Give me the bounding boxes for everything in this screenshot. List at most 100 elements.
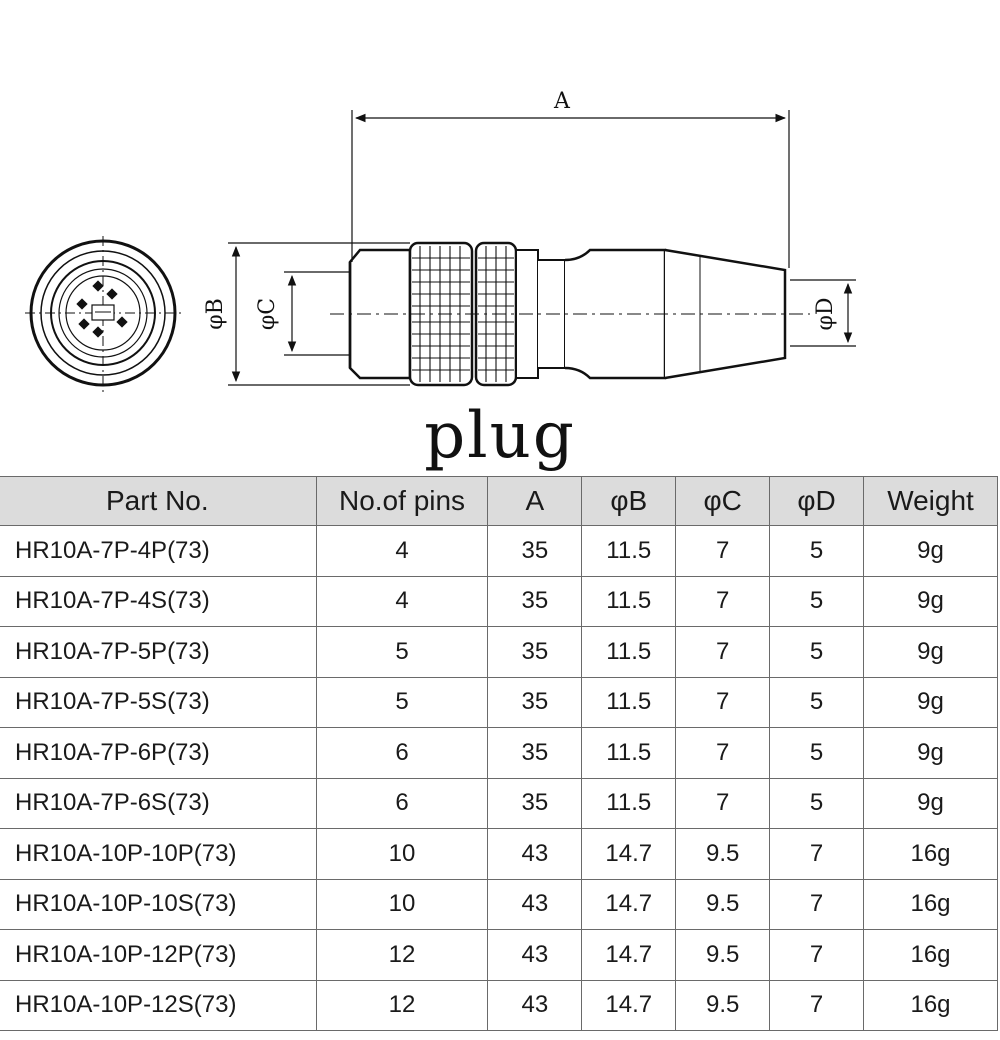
cell-pins: 5 (315, 676, 489, 728)
cell-b: 14.7 (581, 979, 677, 1031)
cell-weight: 16g (863, 929, 998, 981)
cell-pins: 6 (315, 727, 489, 779)
drawing-caption: plug (424, 399, 576, 473)
knurl-pattern (412, 246, 514, 382)
cell-b: 11.5 (581, 626, 677, 678)
cell-d: 5 (769, 777, 865, 829)
cell-pins: 5 (315, 626, 489, 678)
cell-pins: 12 (315, 979, 489, 1031)
dimension-a-label: A (553, 89, 571, 114)
cell-b: 11.5 (581, 777, 677, 829)
cell-b: 11.5 (581, 727, 677, 779)
cell-b: 14.7 (581, 878, 677, 930)
cell-d: 5 (769, 676, 865, 728)
cell-a: 43 (487, 929, 583, 981)
dimension-b-label: φB (203, 298, 228, 330)
cell-d: 7 (769, 828, 865, 880)
cell-b: 11.5 (581, 525, 677, 577)
connector-drawing: A φB φC φD (25, 89, 856, 392)
cell-part-no: HR10A-10P-10P(73) (0, 828, 317, 880)
cell-weight: 16g (863, 828, 998, 880)
cell-d: 5 (769, 525, 865, 577)
cell-pins: 6 (315, 777, 489, 829)
header-part-no: Part No. (0, 476, 317, 526)
cell-c: 7 (675, 575, 771, 627)
cell-b: 14.7 (581, 828, 677, 880)
spec-table: Part No. No.of pins A φB φC φD Weight HR… (0, 476, 998, 1031)
cell-weight: 16g (863, 878, 998, 930)
dimension-c-label: φC (255, 298, 280, 330)
cell-d: 5 (769, 626, 865, 678)
cell-c: 7 (675, 626, 771, 678)
cell-c: 9.5 (675, 979, 771, 1031)
cell-part-no: HR10A-7P-5S(73) (0, 676, 317, 728)
cell-weight: 9g (863, 676, 998, 728)
cell-part-no: HR10A-7P-5P(73) (0, 626, 317, 678)
cell-weight: 16g (863, 979, 998, 1031)
cell-d: 5 (769, 727, 865, 779)
cell-weight: 9g (863, 525, 998, 577)
cell-a: 43 (487, 828, 583, 880)
cell-c: 7 (675, 777, 771, 829)
cell-weight: 9g (863, 626, 998, 678)
cell-d: 7 (769, 979, 865, 1031)
header-b: φB (581, 476, 677, 526)
connector-front-view (25, 236, 181, 392)
dimension-d (790, 279, 856, 347)
cell-part-no: HR10A-7P-6P(73) (0, 727, 317, 779)
cell-a: 35 (487, 575, 583, 627)
cell-weight: 9g (863, 575, 998, 627)
cell-part-no: HR10A-7P-4P(73) (0, 525, 317, 577)
dimension-a (351, 110, 790, 268)
connector-side-view (330, 241, 810, 387)
cell-pins: 12 (315, 929, 489, 981)
cell-part-no: HR10A-10P-12S(73) (0, 979, 317, 1031)
cell-part-no: HR10A-10P-12P(73) (0, 929, 317, 981)
cell-pins: 10 (315, 878, 489, 930)
cell-d: 7 (769, 878, 865, 930)
cell-pins: 4 (315, 575, 489, 627)
cell-a: 35 (487, 525, 583, 577)
dimension-b (228, 242, 410, 386)
dimension-c (284, 271, 350, 356)
dimension-d-label: φD (813, 297, 838, 330)
cell-c: 9.5 (675, 929, 771, 981)
cell-c: 9.5 (675, 878, 771, 930)
cell-c: 7 (675, 676, 771, 728)
header-c: φC (675, 476, 771, 526)
header-weight: Weight (863, 476, 998, 526)
cell-part-no: HR10A-7P-4S(73) (0, 575, 317, 627)
header-pins: No.of pins (315, 476, 489, 526)
cell-a: 43 (487, 979, 583, 1031)
cell-b: 14.7 (581, 929, 677, 981)
cell-pins: 10 (315, 828, 489, 880)
cell-b: 11.5 (581, 575, 677, 627)
header-a: A (487, 476, 583, 526)
cell-a: 43 (487, 878, 583, 930)
cell-c: 7 (675, 727, 771, 779)
cell-c: 7 (675, 525, 771, 577)
cell-a: 35 (487, 676, 583, 728)
cell-pins: 4 (315, 525, 489, 577)
cell-a: 35 (487, 777, 583, 829)
cell-a: 35 (487, 727, 583, 779)
header-d: φD (769, 476, 865, 526)
cell-part-no: HR10A-7P-6S(73) (0, 777, 317, 829)
cell-b: 11.5 (581, 676, 677, 728)
cell-c: 9.5 (675, 828, 771, 880)
cell-weight: 9g (863, 727, 998, 779)
table-header-row: Part No. No.of pins A φB φC φD Weight (0, 476, 998, 526)
cell-a: 35 (487, 626, 583, 678)
cell-d: 7 (769, 929, 865, 981)
